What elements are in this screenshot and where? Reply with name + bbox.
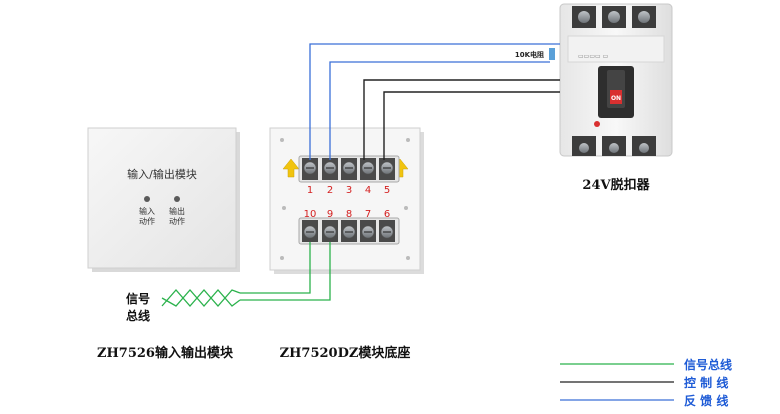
resistor-icon (549, 48, 555, 60)
bottom-screw-icon (302, 220, 318, 242)
bottom-screw-icon (360, 220, 376, 242)
signal-bus-label-line2: 总线 (126, 308, 150, 323)
feedback-wires (309, 43, 560, 160)
bottom-screw-icon (322, 220, 338, 242)
base-caption: ZH7520DZ模块底座 (280, 345, 411, 361)
bottom-screw-icon (379, 220, 395, 242)
control-wires (363, 79, 560, 160)
top-terminal-number: 5 (384, 185, 390, 196)
input-led-label-line1: 输入 (139, 206, 155, 216)
module-caption: ZH7526输入输出模块 (97, 345, 234, 361)
bottom-terminal-number: 8 (346, 209, 352, 220)
top-terminal-number: 1 (307, 185, 313, 196)
top-terminal-number: 4 (365, 185, 371, 196)
bottom-terminal-number: 10 (304, 209, 317, 220)
signal-bus-wires (161, 242, 331, 307)
top-terminal-number: 3 (346, 185, 352, 196)
signal-bus-label-line1: 信号 (126, 291, 150, 306)
bottom-screw-icon (341, 220, 357, 242)
output-led-icon (174, 196, 180, 202)
module-base (269, 127, 424, 274)
module-panel-title: 输入/输出模块 (127, 167, 197, 181)
bottom-terminal-block: 10 9 8 7 6 (298, 209, 400, 245)
legend: 信号总线 控 制 线 反 馈 线 (560, 357, 732, 408)
top-screw-icon (379, 158, 395, 180)
top-screw-icon (360, 158, 376, 180)
top-terminal-number: 2 (327, 185, 333, 196)
legend-label-signal: 信号总线 (684, 357, 732, 372)
io-module: 输入/输出模块 输入 动作 输出 动作 (87, 127, 240, 272)
breaker: ▭▭▭▭ ▭ ON (549, 3, 673, 157)
bottom-terminal-number: 9 (327, 209, 333, 220)
svg-text:▭▭▭▭ ▭: ▭▭▭▭ ▭ (578, 53, 608, 60)
top-screw-icon (341, 158, 357, 180)
top-terminal-block: 1 2 3 4 5 (298, 155, 400, 196)
up-arrow-icon-left (282, 158, 300, 178)
input-led-icon (144, 196, 150, 202)
input-led-label-line2: 动作 (139, 216, 155, 226)
top-screw-icon (322, 158, 338, 180)
bottom-terminal-number: 6 (384, 209, 390, 220)
legend-label-feedback: 反 馈 线 (684, 393, 728, 408)
top-screw-icon (302, 158, 318, 180)
output-led-label-line2: 动作 (169, 216, 185, 226)
trip-button-icon (594, 121, 600, 127)
breaker-caption: 24V脱扣器 (582, 177, 650, 193)
output-led-label-line1: 输出 (169, 206, 185, 216)
legend-label-control: 控 制 线 (684, 375, 728, 390)
on-indicator (610, 90, 622, 104)
resistor-label: 10K电阻 (515, 50, 544, 59)
on-label: ON (611, 95, 621, 102)
bottom-terminal-number: 7 (365, 209, 371, 220)
